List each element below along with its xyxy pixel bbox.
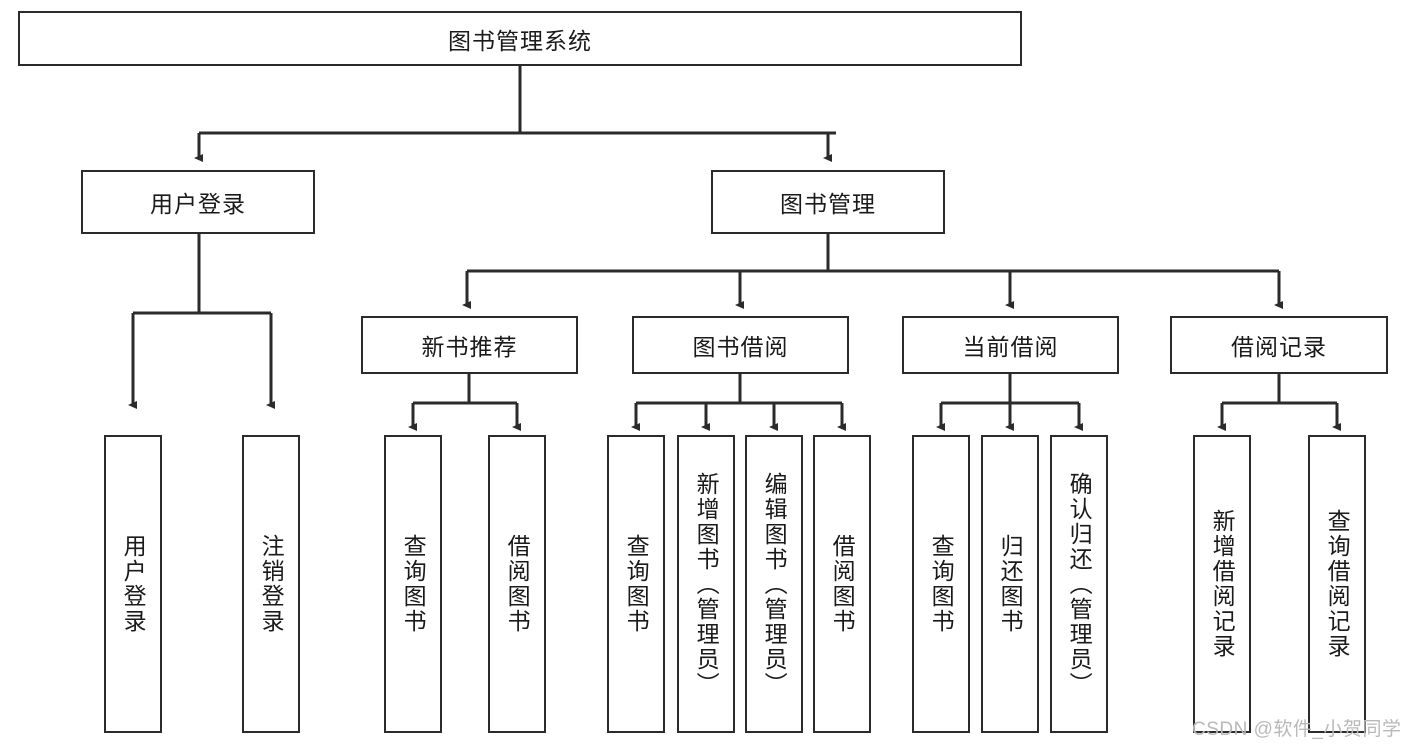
node-leaf-query-book-3-label: 查询图书	[928, 534, 955, 634]
node-leaf-user-login[interactable]: 用户登录	[104, 435, 162, 733]
node-borrow-record[interactable]: 借阅记录	[1170, 316, 1388, 374]
node-leaf-query-book-1[interactable]: 查询图书	[384, 435, 442, 733]
node-leaf-confirm-return-label: 确认归还（管理员）	[1066, 471, 1093, 697]
node-leaf-add-record-label: 新增借阅记录	[1209, 509, 1236, 659]
node-new-book-rec[interactable]: 新书推荐	[361, 316, 578, 374]
node-book-manage-label: 图书管理	[780, 191, 876, 217]
node-leaf-query-book-2[interactable]: 查询图书	[607, 435, 665, 733]
node-leaf-add-book-label: 新增图书（管理员）	[693, 471, 720, 697]
node-root-label: 图书管理系统	[448, 27, 592, 54]
node-leaf-query-book-3[interactable]: 查询图书	[912, 435, 970, 733]
node-leaf-query-book-2-label: 查询图书	[623, 534, 650, 634]
node-current-borrow-label: 当前借阅	[962, 334, 1059, 360]
node-leaf-query-record[interactable]: 查询借阅记录	[1308, 435, 1366, 733]
node-leaf-edit-book[interactable]: 编辑图书（管理员）	[745, 435, 803, 733]
node-user-login[interactable]: 用户登录	[81, 170, 315, 234]
node-leaf-query-book-1-label: 查询图书	[400, 534, 427, 634]
node-root[interactable]: 图书管理系统	[18, 11, 1022, 66]
node-book-borrow-label: 图书借阅	[692, 334, 789, 360]
node-leaf-query-record-label: 查询借阅记录	[1324, 509, 1351, 659]
node-leaf-confirm-return[interactable]: 确认归还（管理员）	[1050, 435, 1108, 733]
node-borrow-record-label: 借阅记录	[1231, 334, 1327, 360]
node-leaf-add-record[interactable]: 新增借阅记录	[1193, 435, 1251, 733]
node-leaf-borrow-book-2[interactable]: 借阅图书	[813, 435, 871, 733]
node-new-book-rec-label: 新书推荐	[421, 334, 518, 360]
node-current-borrow[interactable]: 当前借阅	[902, 316, 1119, 374]
node-leaf-logout-label: 注销登录	[258, 534, 285, 634]
node-book-borrow[interactable]: 图书借阅	[632, 316, 849, 374]
watermark-text: CSDN @软件_小贺同学	[1192, 719, 1402, 740]
node-leaf-user-login-label: 用户登录	[120, 534, 147, 634]
node-leaf-return-book-label: 归还图书	[997, 534, 1024, 634]
node-leaf-edit-book-label: 编辑图书（管理员）	[761, 471, 788, 697]
node-leaf-logout[interactable]: 注销登录	[242, 435, 300, 733]
node-leaf-return-book[interactable]: 归还图书	[981, 435, 1039, 733]
node-leaf-add-book[interactable]: 新增图书（管理员）	[677, 435, 735, 733]
node-leaf-borrow-book-2-label: 借阅图书	[829, 534, 856, 634]
node-leaf-borrow-book-1-label: 借阅图书	[504, 534, 531, 634]
node-user-login-label: 用户登录	[150, 191, 246, 217]
node-leaf-borrow-book-1[interactable]: 借阅图书	[488, 435, 546, 733]
node-book-manage[interactable]: 图书管理	[711, 170, 945, 234]
